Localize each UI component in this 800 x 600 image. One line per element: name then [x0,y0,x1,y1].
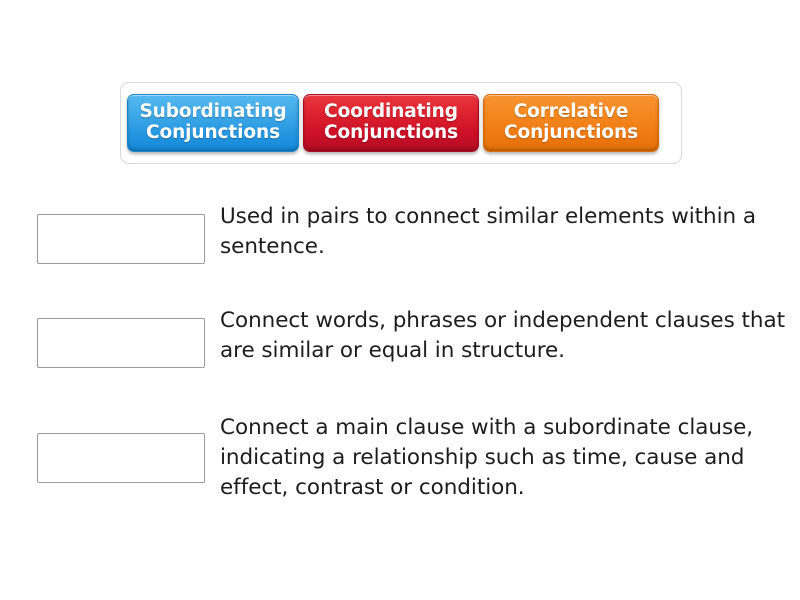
definition-text-2: Connect words, phrases or independent cl… [220,308,785,363]
definition-rows: Used in pairs to connect similar element… [0,196,800,510]
tile-label-coordinating: Coordinating Conjunctions [324,101,458,143]
definition-text-3: Connect a main clause with a subordinate… [220,415,754,500]
drop-target-3[interactable] [37,433,205,483]
tile-label-correlative: Correlative Conjunctions [504,101,638,143]
draggable-tile-coordinating-conjunctions[interactable]: Coordinating Conjunctions [303,94,479,152]
drop-target-1[interactable] [37,214,205,264]
answer-tile-tray: Subordinating Conjunctions Coordinating … [120,82,682,164]
match-row: Used in pairs to connect similar element… [0,196,800,304]
drop-target-2[interactable] [37,318,205,368]
definition-text-1: Used in pairs to connect similar element… [220,204,757,259]
match-row: Connect a main clause with a subordinate… [0,400,800,510]
match-row: Connect words, phrases or independent cl… [0,304,800,400]
tile-label-subordinating: Subordinating Conjunctions [139,101,287,143]
draggable-tile-subordinating-conjunctions[interactable]: Subordinating Conjunctions [127,94,299,152]
draggable-tile-correlative-conjunctions[interactable]: Correlative Conjunctions [483,94,659,152]
